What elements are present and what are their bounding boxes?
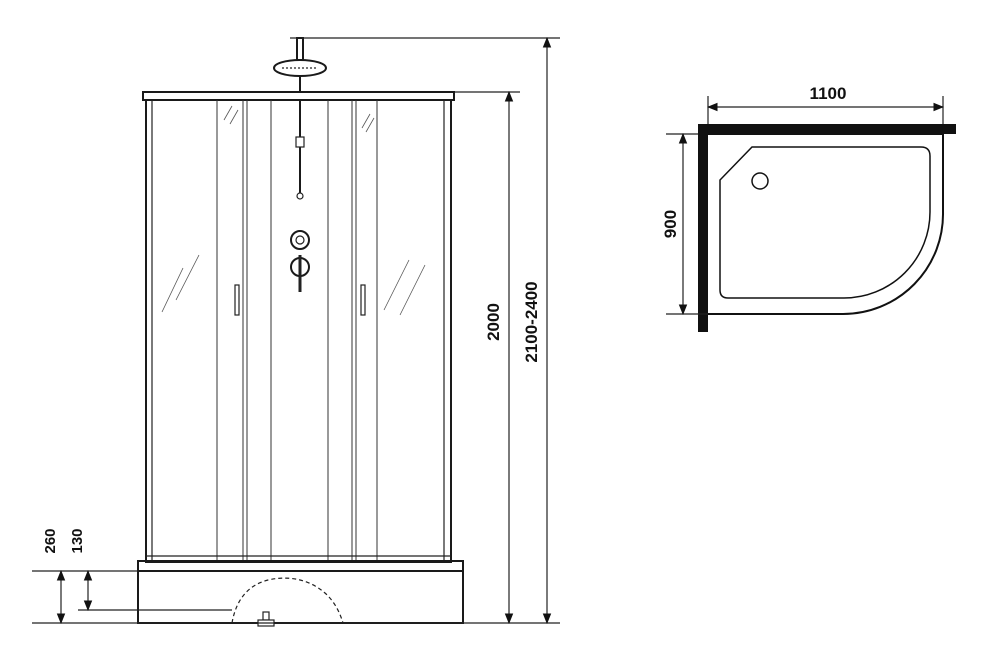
total-height-label: 2100-2400	[522, 281, 541, 362]
depth-label: 900	[661, 210, 680, 238]
height-label: 2000	[484, 303, 503, 341]
rain-shower-head-icon	[274, 38, 326, 92]
tray-outline	[708, 134, 943, 314]
tray-height-label: 260	[42, 528, 59, 553]
front-view: 2000 2100-2400 260 130	[32, 38, 560, 626]
top-view: 1100 900	[661, 84, 956, 332]
cabin-frame	[143, 92, 454, 562]
tray-step-label: 130	[69, 528, 86, 553]
drain-hole-icon	[752, 173, 768, 189]
shower-tray	[138, 561, 463, 623]
side-wall	[698, 124, 708, 332]
shower-rail	[296, 100, 304, 199]
drain-fitting-icon	[258, 612, 274, 626]
left-door-handle	[235, 285, 239, 315]
back-wall	[698, 124, 956, 134]
mixer-icon	[291, 231, 309, 292]
width-label: 1100	[810, 84, 847, 103]
right-door-handle	[361, 285, 365, 315]
glass-reflection-marks	[162, 106, 425, 315]
